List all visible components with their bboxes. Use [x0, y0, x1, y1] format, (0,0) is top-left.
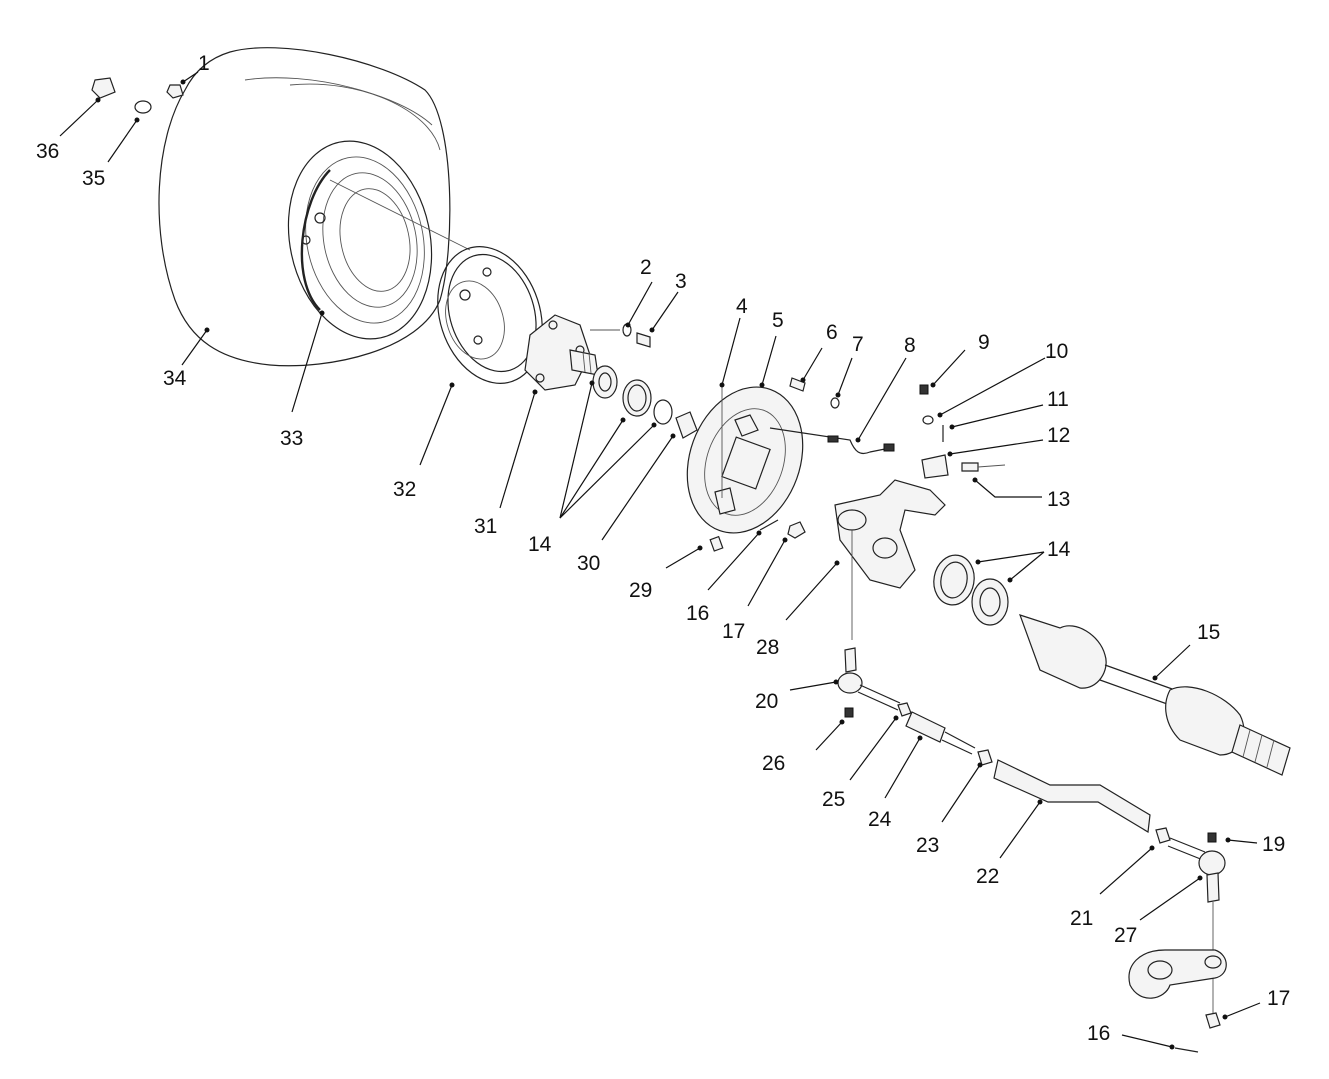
callout-leaders: 1 2 3 4 5 6 7 8 9 10 11 12 13 14 14 15 1… [36, 52, 1290, 1050]
callout-36: 36 [36, 140, 59, 163]
tie-rod [993, 759, 1151, 833]
inner-tie-rod-end [837, 647, 901, 718]
brake-line [769, 427, 891, 455]
brake-bracket [919, 384, 1006, 479]
bearing-set-outer [592, 365, 698, 439]
brake-drum [437, 246, 543, 384]
callout-31: 31 [474, 515, 497, 538]
backing-plate [686, 385, 804, 534]
steering-arm [1128, 949, 1227, 999]
callout-10: 10 [1045, 340, 1068, 363]
callout-8: 8 [904, 334, 916, 357]
callout-14-outer: 14 [528, 533, 552, 556]
bearing-set-inner [933, 554, 1009, 626]
callout-11: 11 [1047, 388, 1069, 411]
rim-edge [300, 169, 331, 311]
callout-22: 22 [976, 865, 999, 888]
callout-26: 26 [762, 752, 785, 775]
callout-21: 21 [1070, 907, 1093, 930]
callout-16-lower: 16 [1087, 1022, 1110, 1045]
callout-17-lower: 17 [1267, 987, 1290, 1010]
adjuster-sleeve [905, 711, 976, 755]
callout-23: 23 [916, 834, 939, 857]
callout-2: 2 [640, 256, 652, 279]
callout-20: 20 [755, 690, 778, 713]
callout-29: 29 [629, 579, 652, 602]
callout-12: 12 [1047, 424, 1070, 447]
callout-9: 9 [978, 331, 990, 354]
callout-3: 3 [675, 270, 687, 293]
callout-1: 1 [198, 52, 210, 75]
callout-16-upper: 16 [686, 602, 709, 625]
callout-19: 19 [1262, 833, 1285, 856]
callout-34: 34 [163, 367, 187, 390]
callout-5: 5 [772, 309, 784, 332]
callout-28: 28 [756, 636, 779, 659]
tire [158, 47, 451, 367]
callout-15: 15 [1197, 621, 1220, 644]
callout-4: 4 [736, 295, 748, 318]
cv-axle [1019, 614, 1291, 776]
callout-33: 33 [280, 427, 303, 450]
callout-24: 24 [868, 808, 892, 831]
callout-13: 13 [1047, 488, 1070, 511]
callout-35: 35 [82, 167, 105, 190]
callout-30: 30 [577, 552, 600, 575]
callout-14-inner: 14 [1047, 538, 1071, 561]
callout-27: 27 [1114, 924, 1137, 947]
callout-17-upper: 17 [722, 620, 745, 643]
callout-32: 32 [393, 478, 416, 501]
callout-25: 25 [822, 788, 845, 811]
outer-tie-rod-end [1167, 832, 1226, 1015]
steering-knuckle [834, 479, 946, 640]
callout-6: 6 [826, 321, 838, 344]
callout-7: 7 [852, 333, 864, 356]
